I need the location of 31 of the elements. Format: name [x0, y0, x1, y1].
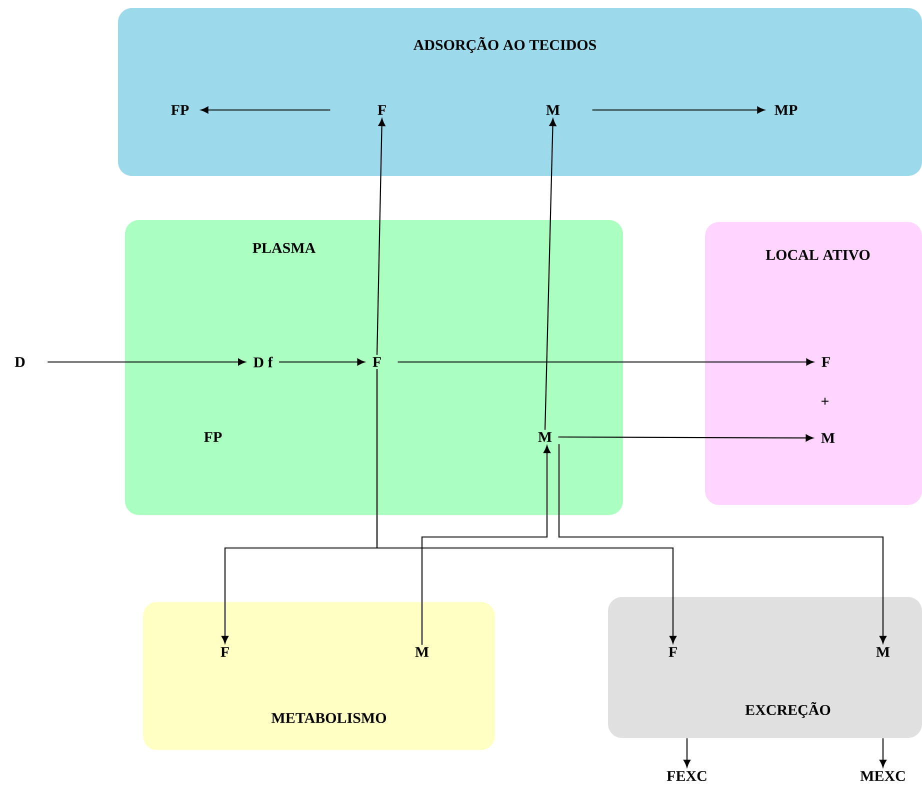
symbol-label: F [822, 357, 830, 367]
arrow [421, 446, 550, 645]
symbol-label: F [220, 647, 229, 657]
arrow [398, 358, 814, 366]
arrow [200, 106, 330, 114]
symbol-label: F [372, 357, 381, 367]
symbol-label: M [538, 432, 552, 442]
symbol-label: FP [204, 432, 222, 442]
symbol-label: FP [171, 105, 189, 115]
arrow [48, 358, 246, 366]
symbol-label: F [668, 647, 677, 657]
symbol-label: M [415, 647, 429, 657]
arrow [558, 434, 814, 442]
symbol-label: M [876, 647, 890, 657]
arrow [376, 118, 386, 355]
symbol-label: FEXC [666, 770, 706, 782]
symbol-label: M [546, 105, 560, 115]
arrow [880, 738, 886, 768]
symbol-label: D [14, 357, 25, 367]
symbol-label: F [378, 105, 386, 115]
arrow [684, 738, 690, 768]
arrow [376, 369, 676, 644]
arrow [592, 106, 765, 114]
arrow [544, 118, 556, 430]
arrow [279, 358, 365, 366]
arrow [558, 444, 886, 644]
symbol-label: MEXC [860, 770, 905, 782]
plus-sign: + [822, 398, 828, 405]
symbol-label: MP [774, 105, 798, 115]
symbol-label: M [821, 433, 835, 443]
symbol-label: D f [253, 356, 273, 368]
